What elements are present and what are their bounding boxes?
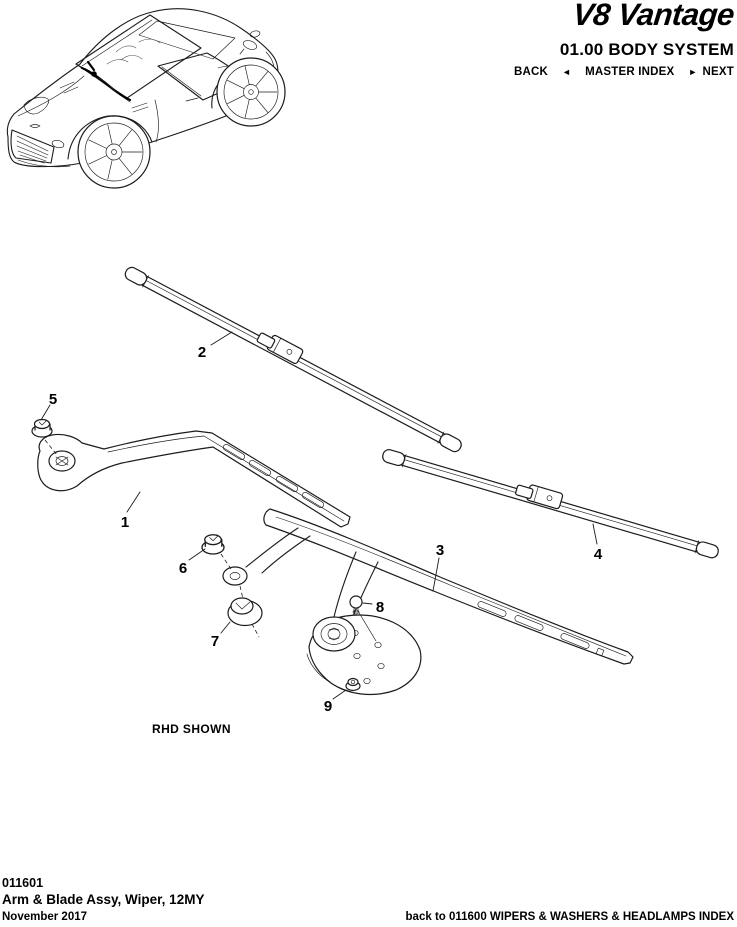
next-arrow-icon[interactable]: ► — [688, 66, 698, 77]
callout-4: 4 — [594, 546, 603, 563]
callout-5: 5 — [49, 391, 57, 408]
callout-9: 9 — [324, 698, 332, 715]
part-wiper-blade-second — [382, 449, 719, 559]
document-date: November 2017 — [2, 911, 88, 923]
callout-7: 7 — [211, 633, 219, 650]
part-nut-6 — [201, 534, 225, 555]
car-illustration — [6, 8, 286, 189]
callout-6: 6 — [179, 560, 187, 577]
section-title: 01.00 BODY SYSTEM — [559, 40, 734, 59]
part-wiper-arm-front — [37, 430, 351, 528]
car-wheels — [77, 57, 286, 189]
callout-8: 8 — [376, 599, 384, 616]
part-nut-5 — [31, 418, 53, 438]
back-to-index-link[interactable]: back to 011600 WIPERS & WASHERS & HEADLA… — [405, 911, 734, 923]
callout-2: 2 — [198, 344, 206, 361]
nav-master-index-link[interactable]: MASTER INDEX — [585, 66, 675, 78]
document-title: Arm & Blade Assy, Wiper, 12MY — [2, 892, 205, 907]
part-screw-8 — [349, 595, 363, 615]
nav-back-link[interactable]: BACK — [513, 66, 548, 78]
part-nut-9 — [345, 677, 361, 692]
callout-3: 3 — [436, 542, 444, 559]
page-nav: BACK ◄ MASTER INDEX ► NEXT — [514, 66, 734, 78]
part-wiper-arm-second — [222, 508, 634, 696]
part-cap-7 — [227, 597, 263, 627]
back-arrow-icon[interactable]: ◄ — [562, 66, 572, 77]
nav-next-link[interactable]: NEXT — [702, 66, 734, 78]
car-wiper-highlight — [80, 60, 132, 102]
leader-lines — [40, 331, 598, 700]
part-wiper-blade-front — [124, 266, 462, 453]
callout-1: 1 — [121, 514, 129, 531]
document-number: 011601 — [2, 876, 44, 890]
diagram-note: RHD SHOWN — [152, 722, 231, 736]
